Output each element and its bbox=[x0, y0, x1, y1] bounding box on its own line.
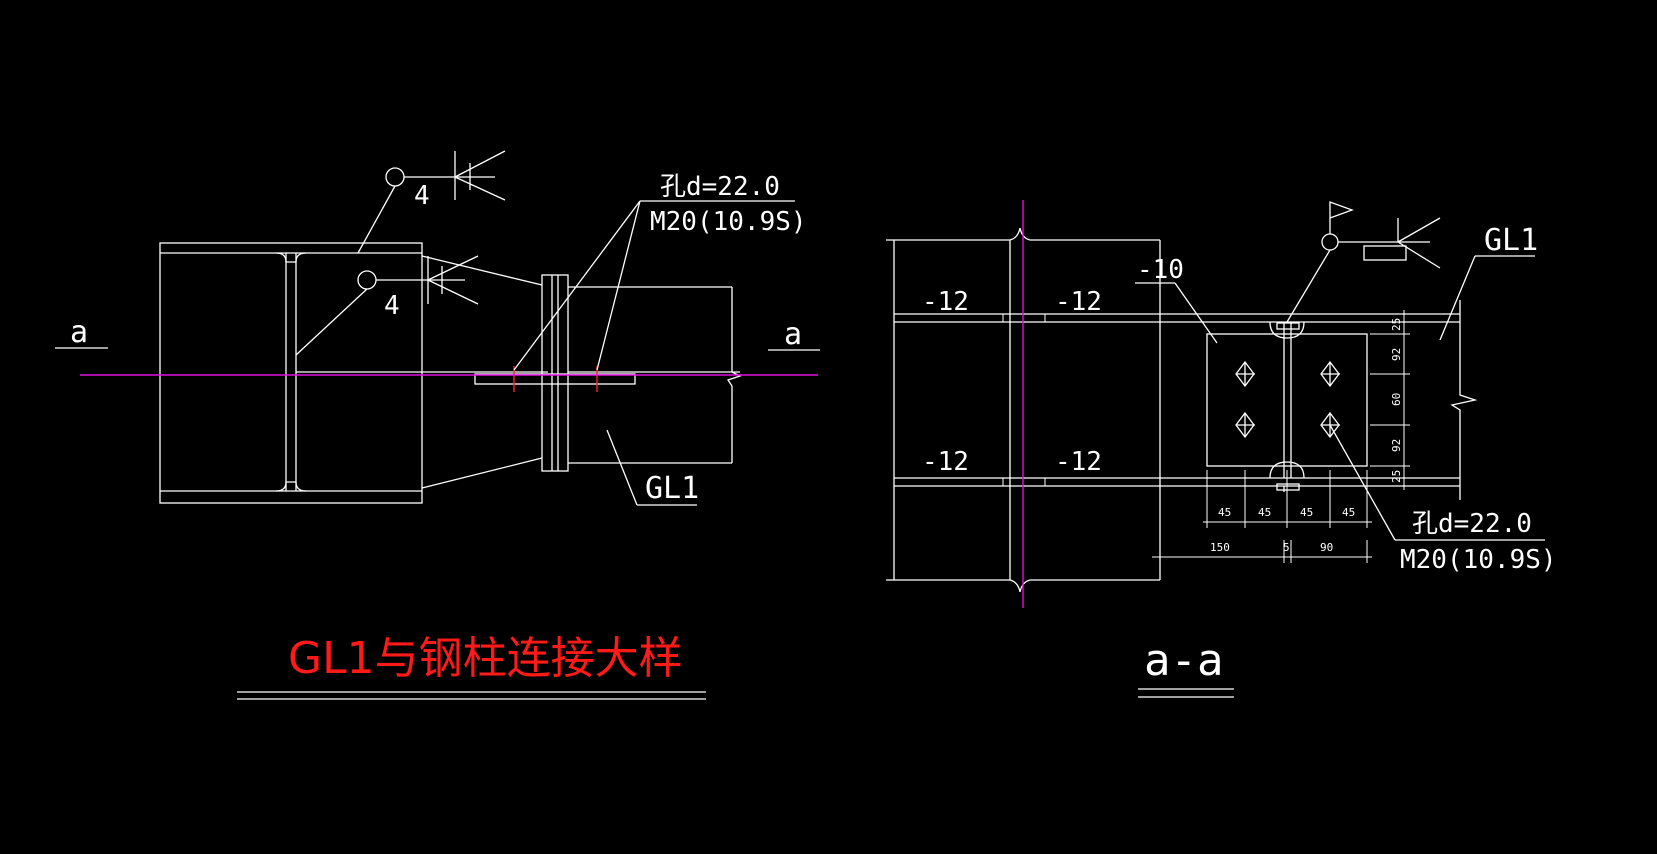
svg-text:150: 150 bbox=[1210, 541, 1230, 554]
svg-text:a: a bbox=[784, 317, 802, 352]
beam-label-right: GL1 bbox=[1484, 223, 1538, 258]
bolt-label-left: M20(10.9S) bbox=[650, 207, 807, 237]
end-plate bbox=[541, 274, 569, 472]
svg-text:45: 45 bbox=[1300, 506, 1313, 519]
stiffeners bbox=[894, 313, 1160, 487]
beam-leader-left: GL1 bbox=[606, 429, 699, 506]
stiffener-label-2: -12 bbox=[1055, 287, 1102, 317]
beam-leader-right: GL1 bbox=[1439, 223, 1538, 341]
hole-label-right: 孔d=22.0 bbox=[1412, 509, 1532, 539]
weld-symbol-right bbox=[1286, 201, 1441, 323]
plate-label: -10 bbox=[1137, 255, 1184, 285]
svg-text:92: 92 bbox=[1390, 348, 1403, 361]
svg-text:60: 60 bbox=[1390, 393, 1403, 406]
steel-column bbox=[159, 242, 423, 504]
svg-text:4: 4 bbox=[384, 291, 400, 321]
right-view-title: a-a bbox=[1144, 635, 1223, 686]
horizontal-dimensions: 45 45 45 45 150 5 90 bbox=[1152, 470, 1372, 563]
right-section-view: -12 -12 -12 -12 bbox=[886, 200, 1557, 698]
plate-leader: -10 bbox=[1135, 255, 1218, 344]
haunch-plates bbox=[296, 255, 548, 489]
bolt-label-right: M20(10.9S) bbox=[1400, 545, 1557, 575]
svg-text:90: 90 bbox=[1320, 541, 1333, 554]
svg-text:45: 45 bbox=[1342, 506, 1355, 519]
left-detail-view: 4 4 孔d=22.0 M20(10.9S) GL1 a bbox=[55, 150, 820, 700]
stiffener-label-3: -12 bbox=[922, 447, 969, 477]
hole-label-left: 孔d=22.0 bbox=[660, 172, 780, 202]
shear-plate bbox=[1206, 321, 1368, 492]
bolt-leader-left: 孔d=22.0 M20(10.9S) bbox=[513, 172, 807, 371]
section-mark-left: a bbox=[55, 315, 108, 350]
svg-text:25: 25 bbox=[1390, 318, 1403, 331]
bolt-leader-right: 孔d=22.0 M20(10.9S) bbox=[1329, 424, 1557, 575]
left-view-title: GL1与钢柱连接大样 bbox=[288, 633, 683, 684]
beam-label-left: GL1 bbox=[645, 471, 699, 506]
svg-text:25: 25 bbox=[1390, 470, 1403, 483]
bolt-plate bbox=[474, 366, 636, 392]
section-mark-right: a bbox=[768, 317, 820, 352]
svg-text:45: 45 bbox=[1218, 506, 1231, 519]
vertical-dimensions: 25 92 60 92 25 bbox=[1370, 310, 1410, 490]
svg-text:92: 92 bbox=[1390, 439, 1403, 452]
weld-symbol-top: 4 bbox=[357, 150, 506, 254]
weld-symbol-bottom: 4 bbox=[295, 255, 479, 356]
svg-text:45: 45 bbox=[1258, 506, 1271, 519]
beam-gl1 bbox=[568, 286, 742, 464]
svg-text:5: 5 bbox=[1283, 541, 1290, 554]
svg-text:a: a bbox=[70, 315, 88, 350]
stiffener-label-4: -12 bbox=[1055, 447, 1102, 477]
bolt-holes bbox=[1235, 360, 1340, 439]
stiffener-label-1: -12 bbox=[922, 287, 969, 317]
svg-text:4: 4 bbox=[414, 181, 430, 211]
